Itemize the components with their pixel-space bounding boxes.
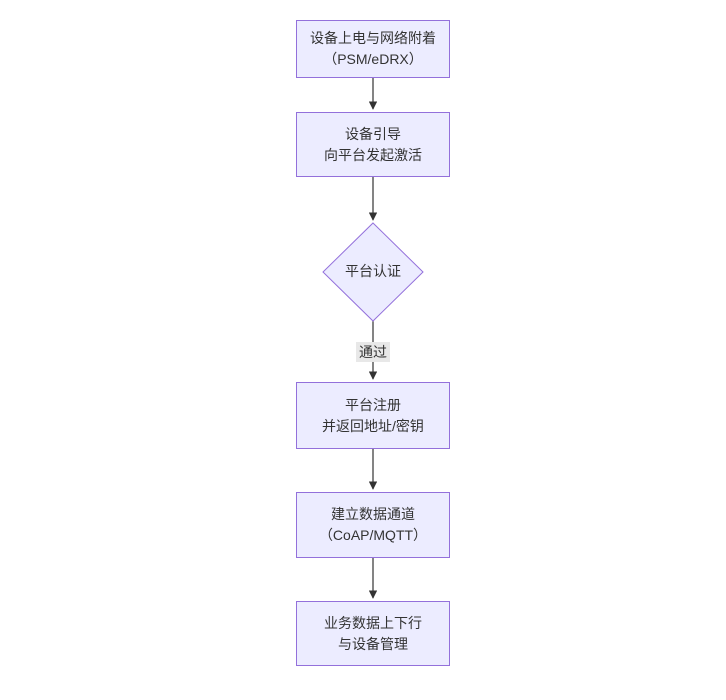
node-auth-label: 平台认证 — [345, 263, 401, 279]
node-register-line1: 平台注册 — [345, 396, 401, 413]
node-power-attach-line2: （PSM/eDRX） — [323, 51, 423, 67]
node-data-channel-line2: （CoAP/MQTT） — [318, 527, 428, 543]
node-bootstrap-line1: 设备引导 — [345, 125, 401, 142]
node-business-line2: 与设备管理 — [338, 635, 408, 652]
node-power-attach: 设备上电与网络附着 （PSM/eDRX） — [296, 20, 450, 78]
node-register: 平台注册 并返回地址/密钥 — [296, 382, 450, 449]
edge-label-pass: 通过 — [356, 342, 390, 362]
node-data-channel-line1: 建立数据通道 — [331, 506, 415, 522]
node-data-channel: 建立数据通道 （CoAP/MQTT） — [296, 492, 450, 558]
node-business-line1: 业务数据上下行 — [324, 614, 422, 631]
node-power-attach-line1: 设备上电与网络附着 — [310, 30, 436, 46]
node-register-line2: 并返回地址/密钥 — [322, 417, 424, 434]
node-business: 业务数据上下行 与设备管理 — [296, 601, 450, 666]
decision-diamond-shape — [322, 222, 424, 322]
node-bootstrap-line2: 向平台发起激活 — [324, 146, 422, 163]
node-bootstrap: 设备引导 向平台发起激活 — [296, 112, 450, 177]
